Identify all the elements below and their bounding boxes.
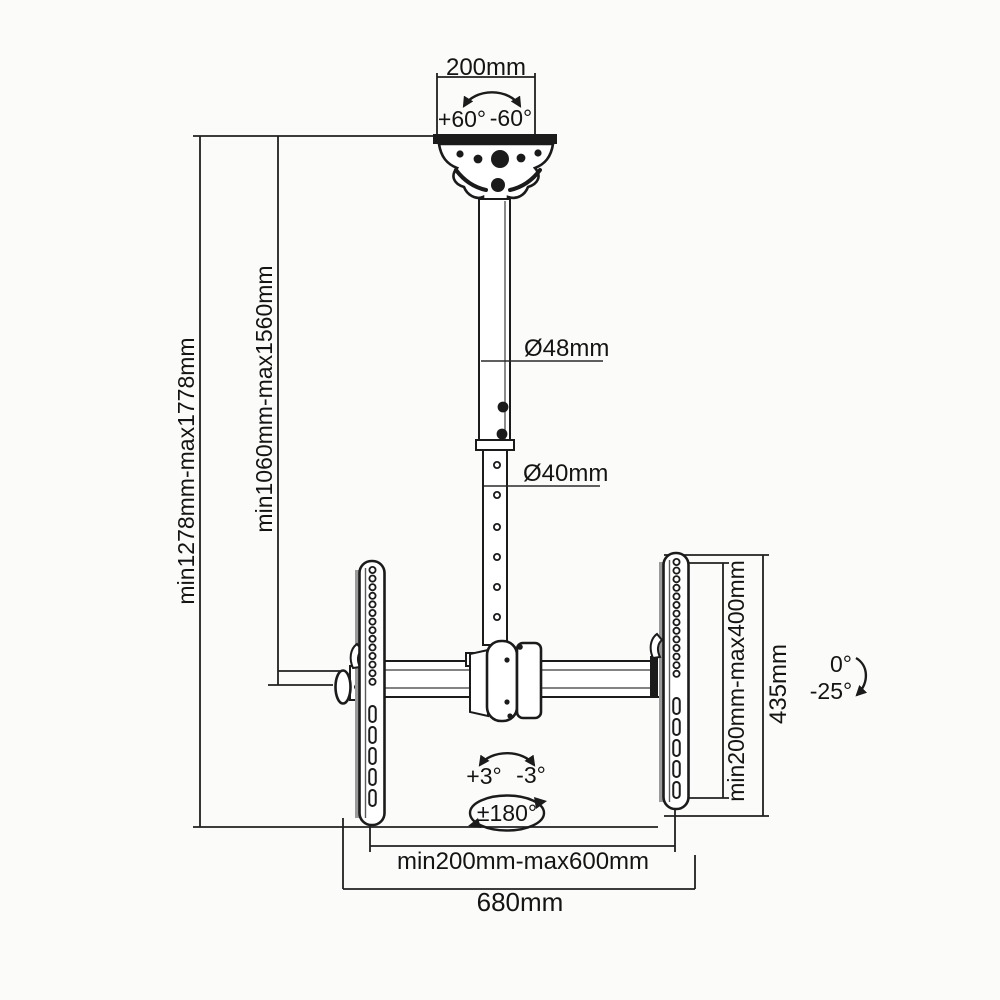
label-bracket-height: 435mm [765,644,792,724]
label-lower-pole-diameter: Ø40mm [523,460,608,487]
label-swivel-plus: +60° [438,106,486,132]
swivel-slot-right [508,168,542,192]
ceiling-plate [433,134,557,144]
level-arc-arrow [478,752,536,767]
rotation-ellipse [468,794,546,832]
tension-knob [334,669,352,705]
pole-clamp [465,639,543,723]
pole-adjust-hole [492,460,502,470]
right-rail-hook [649,632,664,660]
annotations [462,91,868,832]
diameter-leaders [481,360,603,487]
label-rotation-range: ±180° [477,800,537,826]
locking-knob [497,401,509,413]
upper-pole [475,198,515,451]
clamp-cylinder [485,639,519,723]
pole-adjust-hole [492,613,502,621]
swivel-pivot-hole [491,178,505,192]
clamp-screw [504,699,510,705]
label-overall-height: min1278mm-max1778mm [173,337,199,604]
label-rotation-minus: -3° [516,762,546,788]
pole-adjust-hole [492,490,502,500]
clamp-left-flange [469,648,489,718]
pole-adjust-hole [492,553,502,561]
mount-hardware [334,134,690,827]
label-tilt-down: -25° [810,678,852,704]
label-vesa-width: min200mm-max600mm [397,848,649,875]
ceiling-swivel-bracket [437,142,555,202]
swivel-hole [456,150,464,158]
swivel-hole [473,154,483,164]
label-crossbar-width: 680mm [477,887,564,917]
dimension-labels: 200mm +60° -60° Ø48mm Ø40mm min1278mm-ma… [173,54,852,917]
clamp-screw [504,657,510,663]
tilt-arc-arrow [855,656,868,697]
left-vesa-rail [349,559,386,827]
label-tilt-level: 0° [830,651,852,677]
clamp-screw [507,713,513,719]
rotation-arrowhead-right [534,797,547,809]
crossbar-right-flange-dark [650,656,657,696]
clamp-block [515,641,543,720]
swivel-center-hole [491,150,509,168]
label-swivel-minus: -60° [490,105,532,131]
label-level-plus: +3° [466,763,501,789]
lower-pole [482,449,508,646]
locking-knob [496,428,508,440]
swivel-hole [534,149,542,157]
lower-pole-tube [482,449,508,646]
swivel-slot-left [454,168,488,192]
label-ceiling-plate-width: 200mm [446,54,526,81]
label-pole-height: min1060mm-max1560mm [251,265,277,532]
clamp-screw [517,644,523,650]
dimension-framework [193,73,769,890]
rotation-arrowhead-left [468,818,481,828]
pole-collar [475,439,515,451]
pole-adjust-hole [492,583,502,591]
swivel-arc-arrow [462,91,522,108]
label-upper-pole-diameter: Ø48mm [524,335,609,362]
right-vesa-rail [649,551,690,811]
label-vesa-height: min200mm-max400mm [723,560,749,802]
pole-adjust-hole [492,523,502,531]
swivel-hole [516,153,526,163]
